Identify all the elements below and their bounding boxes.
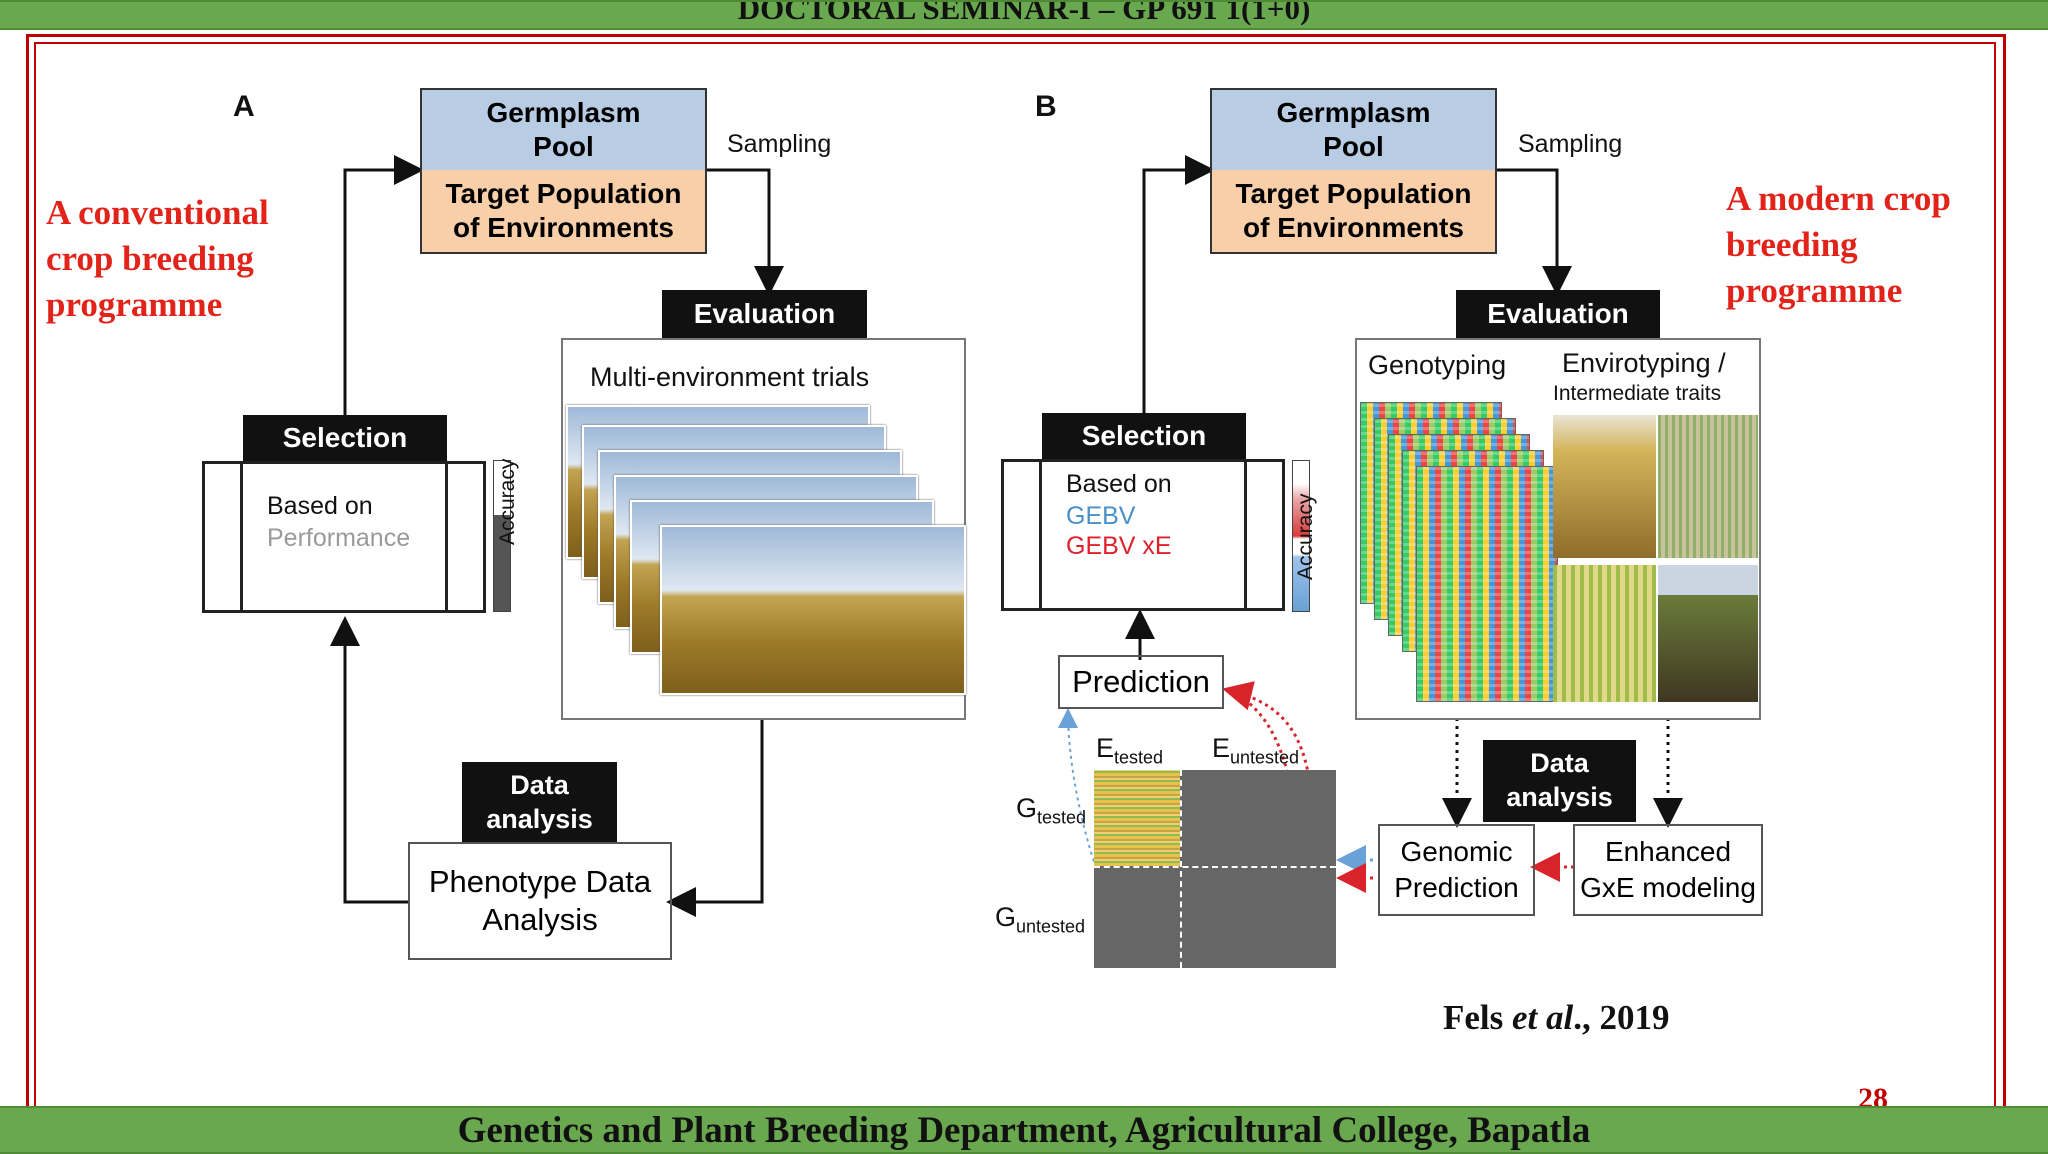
panel-a-selection-box <box>202 461 486 613</box>
e-untested-sub: untested <box>1230 747 1300 768</box>
citation: Fels et al., 2019 <box>1443 998 1670 1038</box>
citation-etal: et al <box>1512 998 1574 1037</box>
panel-a-data-analysis-header: Data analysis <box>462 762 617 842</box>
left-caption: A conventional crop breeding programme <box>46 190 269 328</box>
panel-a-sampling-label: Sampling <box>727 130 832 158</box>
phenotype-line-2: Analysis <box>482 902 598 937</box>
e-untested-letter: E <box>1212 733 1231 763</box>
e-untested-label: Euntested <box>1212 733 1299 768</box>
enhanced-line-1: Enhanced <box>1604 836 1732 867</box>
g-tested-label: Gtested <box>1016 793 1086 828</box>
tpe-b-line-2: of Environments <box>1243 212 1464 243</box>
envirotype-photo <box>1553 565 1656 702</box>
g-untested-label: Guntested <box>995 902 1085 937</box>
right-caption-line-2: breeding <box>1726 225 1858 264</box>
enhanced-line-2: GxE modeling <box>1580 872 1756 903</box>
panel-b-letter: B <box>1035 90 1057 123</box>
data-b-line-1: Data <box>1530 748 1589 778</box>
left-caption-line-1: A conventional <box>46 193 269 232</box>
right-caption: A modern crop breeding programme <box>1726 176 1951 314</box>
panel-a-letter: A <box>233 90 255 123</box>
intermediate-traits-label: Intermediate traits <box>1553 382 1722 405</box>
pool-a-line-2: Pool <box>533 131 594 162</box>
tpe-a-line-2: of Environments <box>453 212 674 243</box>
data-a-line-1: Data <box>510 770 569 800</box>
data-b-line-2: analysis <box>1506 782 1613 812</box>
prediction-box: Prediction <box>1058 655 1224 709</box>
pool-a-line-1: Germplasm <box>486 97 641 128</box>
criterion-gebv: GEBV <box>1066 502 1136 530</box>
footer-bar: Genetics and Plant Breeding Department, … <box>0 1106 2048 1154</box>
g-by-e-matrix <box>1094 770 1336 968</box>
left-caption-line-3: programme <box>46 285 223 324</box>
panel-a-evaluation-header: Evaluation <box>662 290 867 338</box>
panel-a-based-on: Based on <box>267 492 373 520</box>
header-title: DOCTORAL SEMINAR-I – GP 691 1(1+0) <box>737 0 1311 26</box>
g-untested-sub: untested <box>1016 916 1086 937</box>
panel-a-selection-header: Selection <box>243 415 447 461</box>
tpe-a-line-1: Target Population <box>445 178 682 209</box>
e-tested-label: Etested <box>1096 733 1163 768</box>
criterion-gebv-xe: GEBV xE <box>1066 532 1172 560</box>
genotype-matrix-front <box>1416 466 1558 702</box>
data-a-line-2: analysis <box>486 804 593 834</box>
genomic-line-2: Prediction <box>1394 872 1519 903</box>
panel-b-accuracy-label: Accuracy <box>1294 493 1317 580</box>
panel-b-data-analysis-header: Data analysis <box>1483 740 1636 822</box>
envirotyping-label: Envirotyping / <box>1562 348 1726 378</box>
citation-rest: ., 2019 <box>1573 998 1670 1037</box>
phenotype-line-1: Phenotype Data <box>428 864 652 899</box>
g-tested-sub: tested <box>1037 807 1087 828</box>
footer-title: Genetics and Plant Breeding Department, … <box>457 1110 1591 1151</box>
field-photo-front <box>660 525 966 695</box>
panel-b-selection-box <box>1001 459 1285 611</box>
genomic-line-1: Genomic <box>1400 836 1513 867</box>
left-caption-line-2: crop breeding <box>46 239 254 278</box>
envirotype-photo <box>1658 565 1758 702</box>
panel-b-selection-header: Selection <box>1042 413 1246 459</box>
panel-b-accuracy-bar <box>1292 460 1310 612</box>
tpe-b-line-1: Target Population <box>1235 178 1472 209</box>
g-untested-letter: G <box>995 902 1017 932</box>
e-tested-letter: E <box>1096 733 1115 763</box>
panel-b-based-on: Based on <box>1066 470 1172 498</box>
genotyping-label: Genotyping <box>1368 350 1507 380</box>
header-bar: DOCTORAL SEMINAR-I – GP 691 1(1+0) <box>0 0 2048 30</box>
g-tested-letter: G <box>1016 793 1038 823</box>
panel-a-accuracy-bar <box>493 460 511 612</box>
right-caption-line-1: A modern crop <box>1726 179 1951 218</box>
e-tested-sub: tested <box>1114 747 1164 768</box>
multi-env-trials-label: Multi-environment trials <box>590 362 870 392</box>
citation-author: Fels <box>1443 998 1513 1037</box>
panel-a-criterion: Performance <box>267 524 411 552</box>
panel-b-evaluation-header: Evaluation <box>1456 290 1660 338</box>
panel-b-sampling-label: Sampling <box>1518 130 1623 158</box>
panel-a-accuracy-label: Accuracy <box>496 458 519 545</box>
pool-b-line-1: Germplasm <box>1276 97 1431 128</box>
tested-block <box>1094 770 1180 866</box>
envirotype-photo <box>1553 415 1656 558</box>
envirotype-photo <box>1658 415 1758 558</box>
right-caption-line-3: programme <box>1726 271 1903 310</box>
pool-b-line-2: Pool <box>1323 131 1384 162</box>
